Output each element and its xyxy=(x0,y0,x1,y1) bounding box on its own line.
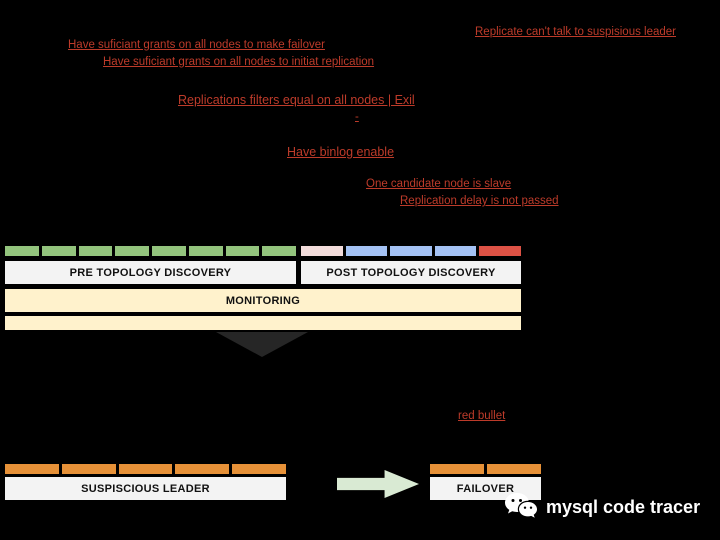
suspicious-leader-segments xyxy=(5,464,286,474)
pre-topology-segments xyxy=(5,246,296,256)
segment-green xyxy=(225,246,260,256)
segment-blue xyxy=(390,246,432,256)
failover-label: FAILOVER xyxy=(456,482,515,495)
suspicious-leader-label: SUSPISCIOUS LEADER xyxy=(81,482,210,495)
note-replication-filters: Replications filters equal on all nodes … xyxy=(178,93,415,107)
segment-green xyxy=(41,246,76,256)
post-topology-box: POST TOPOLOGY DISCOVERY xyxy=(301,261,521,284)
monitoring-label: MONITORING xyxy=(225,294,301,307)
segment-green xyxy=(5,246,39,256)
monitoring-box: MONITORING xyxy=(5,289,521,312)
segment-orange xyxy=(487,464,541,474)
segment-pink xyxy=(301,246,343,256)
post-topology-label: POST TOPOLOGY DISCOVERY xyxy=(326,266,496,279)
watermark: mysql code tracer xyxy=(504,492,700,522)
transition-arrow xyxy=(337,470,419,498)
note-grants-replication: Have suficiant grants on all nodes to in… xyxy=(103,56,375,68)
note-candidate-slave: One candidate node is slave xyxy=(366,178,512,190)
note-red-bullet: red bullet xyxy=(458,410,506,422)
note-dash: - xyxy=(355,111,359,123)
segment-orange xyxy=(232,464,286,474)
note-replicate-cant-talk: Replicate can't talk to suspisious leade… xyxy=(475,26,676,38)
monitoring-bar xyxy=(5,316,521,330)
failover-segments xyxy=(430,464,541,474)
segment-orange xyxy=(430,464,484,474)
down-arrow xyxy=(216,332,308,357)
note-grants-failover: Have suficiant grants on all nodes to ma… xyxy=(68,39,325,51)
watermark-text: mysql code tracer xyxy=(546,496,701,517)
segment-green xyxy=(115,246,149,256)
segment-blue xyxy=(345,246,388,256)
note-replication-delay: Replication delay is not passed xyxy=(400,195,559,207)
segment-green xyxy=(188,246,223,256)
suspicious-leader-box: SUSPISCIOUS LEADER xyxy=(5,477,286,500)
segment-blue xyxy=(434,246,477,256)
segment-green xyxy=(78,246,113,256)
pre-topology-box: PRE TOPOLOGY DISCOVERY xyxy=(5,261,296,284)
post-topology-segments xyxy=(301,246,521,256)
segment-orange xyxy=(175,464,230,474)
segment-orange xyxy=(118,464,173,474)
segment-orange xyxy=(5,464,59,474)
segment-green xyxy=(262,246,296,256)
note-binlog-enable: Have binlog enable xyxy=(287,145,395,159)
segment-green xyxy=(152,246,186,256)
wechat-icon xyxy=(505,493,537,518)
segment-orange xyxy=(61,464,116,474)
segment-red xyxy=(479,246,521,256)
pre-topology-label: PRE TOPOLOGY DISCOVERY xyxy=(69,266,232,279)
